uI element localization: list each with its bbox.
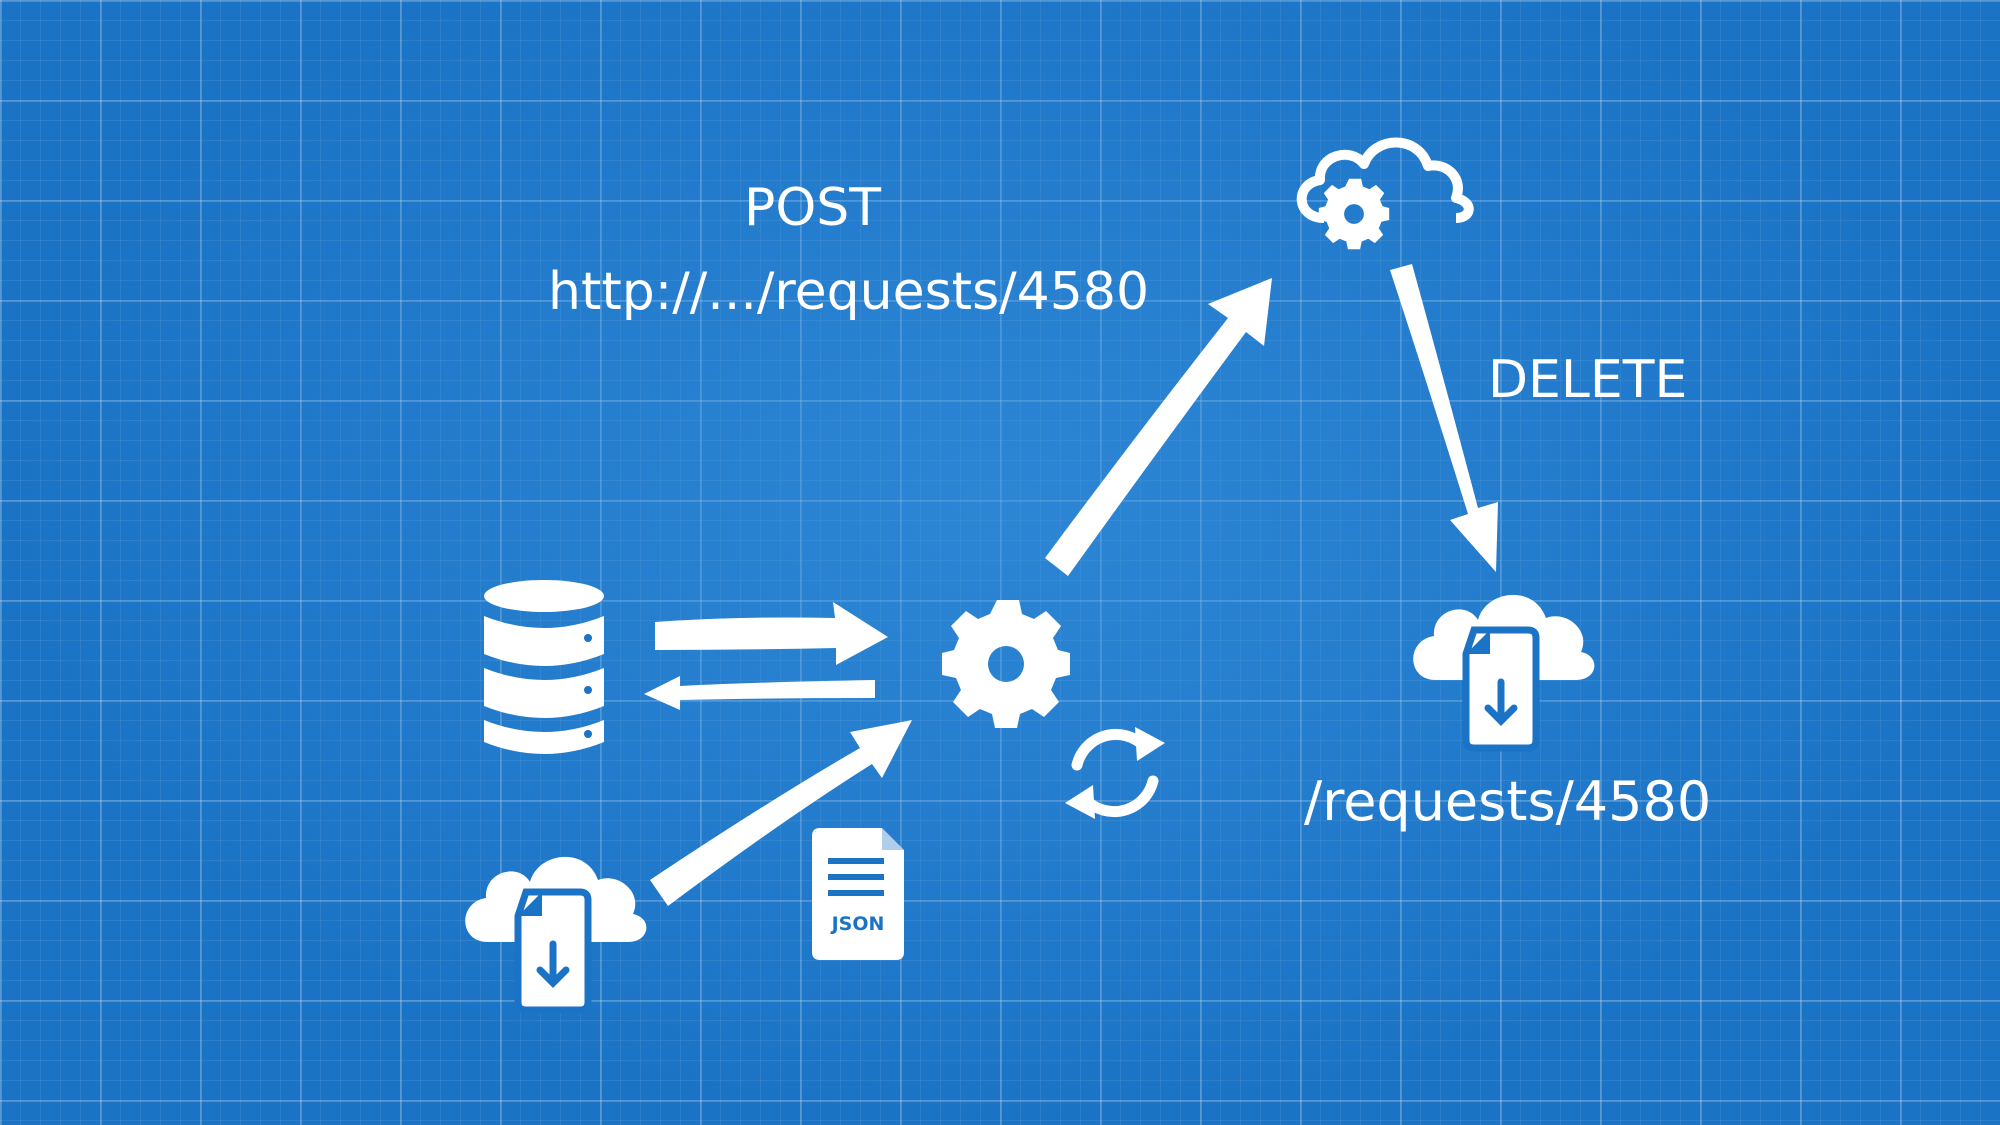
refresh-icon [1065,727,1165,819]
arrow-gear-to-service [1045,278,1272,576]
json-label: JSON [830,913,885,935]
database-icon [484,580,604,754]
post-method-label: POST [744,178,882,238]
post-url-label: http://.../requests/4580 [548,262,1150,322]
arrow-db-to-gear [655,602,888,665]
request-path-label: /requests/4580 [1304,770,1712,833]
arrow-source-to-gear [650,720,912,906]
cloud-download-icon [465,857,646,1010]
json-file-icon: JSON [812,828,904,960]
arrow-service-to-target [1390,264,1498,572]
cloud-gear-icon [1296,137,1474,250]
arrow-gear-to-db [644,676,875,710]
cloud-download-icon [1413,595,1594,748]
delete-method-label: DELETE [1488,350,1688,410]
gear-icon [942,600,1070,728]
